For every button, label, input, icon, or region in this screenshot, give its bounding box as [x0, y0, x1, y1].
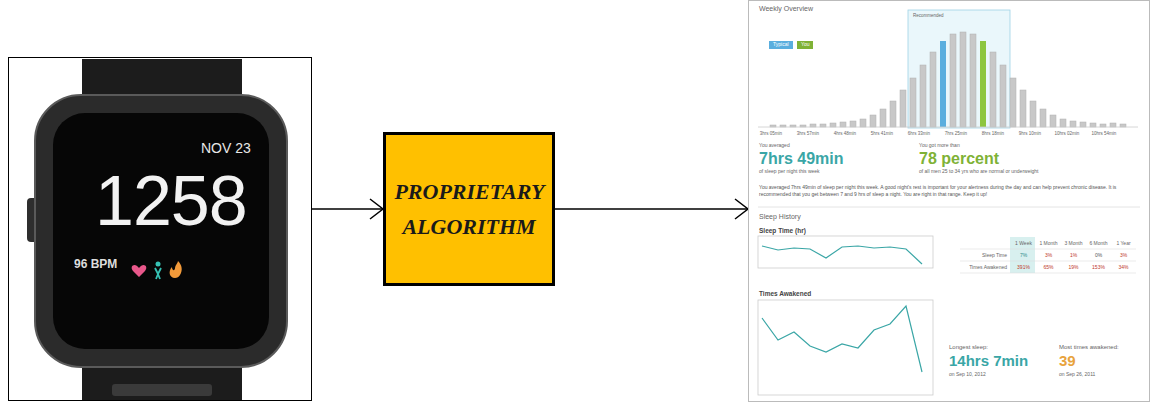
axis-label: 10hrs 54min	[1086, 131, 1122, 136]
stat-caption: of all men 25 to 34 yrs who are normal o…	[919, 169, 1039, 175]
sleep-time-chart	[758, 236, 933, 268]
you-bar	[980, 41, 986, 127]
table-row-label: Sleep Time	[961, 253, 1007, 259]
table-cell: 3%	[1111, 253, 1136, 259]
watch-time: 1258	[95, 166, 247, 236]
times-awakened-chart	[758, 300, 933, 395]
device-box: NOV 23 1258 96 BPM	[8, 57, 312, 401]
stat-value: 78 percent	[919, 150, 999, 168]
record-caption: on Sep 26, 2011	[1059, 372, 1095, 378]
axis-label: 8hrs 18min	[975, 131, 1011, 136]
axis-label: 10hrs 02min	[1049, 131, 1085, 136]
table-header: 1 Month	[1036, 241, 1061, 247]
flame-icon	[170, 261, 182, 278]
panel-heading: Weekly Overview	[759, 5, 813, 13]
table-header: 6 Month	[1086, 241, 1111, 247]
record-caption: on Sep 10, 2012	[949, 372, 986, 378]
stat-caption: You averaged	[759, 143, 790, 149]
steps-icon	[155, 268, 161, 279]
table-cell: 0%	[1086, 253, 1111, 259]
stat-caption: You got more than	[919, 143, 960, 149]
histogram-bars	[770, 32, 1126, 127]
legend-badge: You	[797, 41, 813, 49]
axis-label: 7hrs 25min	[938, 131, 974, 136]
table-cell: 19%	[1061, 265, 1086, 271]
flow-arrow	[312, 199, 383, 219]
legend-badge: Typical	[769, 41, 793, 49]
chart-title: Times Awakened	[759, 290, 811, 297]
recommended-band	[908, 10, 1010, 128]
table-header: 1 Year	[1111, 241, 1136, 247]
watch-date: NOV 23	[201, 140, 251, 156]
watch-case	[35, 95, 287, 367]
axis-label: 4hrs 48min	[827, 131, 863, 136]
table-rule	[960, 249, 1136, 250]
table-cell: 34%	[1111, 265, 1136, 271]
table-cell: 153%	[1086, 265, 1111, 271]
table-cell: 65%	[1036, 265, 1061, 271]
band-label: Recommended	[913, 13, 944, 18]
flow-arrow	[555, 199, 748, 219]
axis-label: 3hrs 57min	[790, 131, 826, 136]
record-caption: Longest sleep:	[949, 344, 988, 351]
table-header: 3 Month	[1061, 241, 1086, 247]
dashboard-box: Weekly OverviewTypical You Recommended 3hrs…	[748, 0, 1150, 402]
stat-caption: of sleep per night this week	[759, 169, 820, 175]
table-cell: 3%	[1036, 253, 1061, 259]
record-value: 14hrs 7min	[949, 352, 1028, 369]
record-caption: Most times awakened:	[1059, 344, 1119, 351]
summary-paragraph: You averaged 7hrs 49min of sleep per nig…	[759, 184, 1144, 198]
algorithm-box: PROPRIETARY ALGORITHM	[383, 132, 555, 286]
table-row-label: Times Awakened	[961, 265, 1007, 271]
table-highlight	[1010, 237, 1035, 273]
axis-label: 6hrs 33min	[901, 131, 937, 136]
watch-buckle	[112, 384, 212, 396]
steps-icon	[156, 262, 161, 267]
table-header: 1 Week	[1011, 241, 1036, 247]
heart-icon	[132, 265, 147, 277]
divider	[758, 207, 1140, 208]
record-value: 39	[1059, 352, 1076, 369]
watch-screen	[53, 113, 269, 349]
sleep-time-line	[762, 246, 922, 264]
watch-heart-rate: 96 BPM	[74, 258, 117, 272]
chart-title: Sleep Time (hr)	[759, 227, 806, 234]
times-awakened-line	[762, 306, 922, 372]
axis-label: 5hrs 41min	[864, 131, 900, 136]
table-cell: 1%	[1061, 253, 1086, 259]
algorithm-label: PROPRIETARY ALGORITHM	[394, 174, 543, 244]
section-heading: Sleep History	[759, 213, 801, 221]
table-cell: 7%	[1011, 253, 1036, 259]
axis-line	[758, 127, 1138, 128]
stat-value: 7hrs 49min	[759, 150, 843, 168]
table-cell: 391%	[1011, 265, 1036, 271]
axis-label: 9hrs 10min	[1012, 131, 1048, 136]
typical-bar	[940, 41, 946, 127]
table-rule	[960, 273, 1136, 274]
table-rule	[960, 261, 1136, 262]
axis-label: 3hrs 05min	[753, 131, 789, 136]
